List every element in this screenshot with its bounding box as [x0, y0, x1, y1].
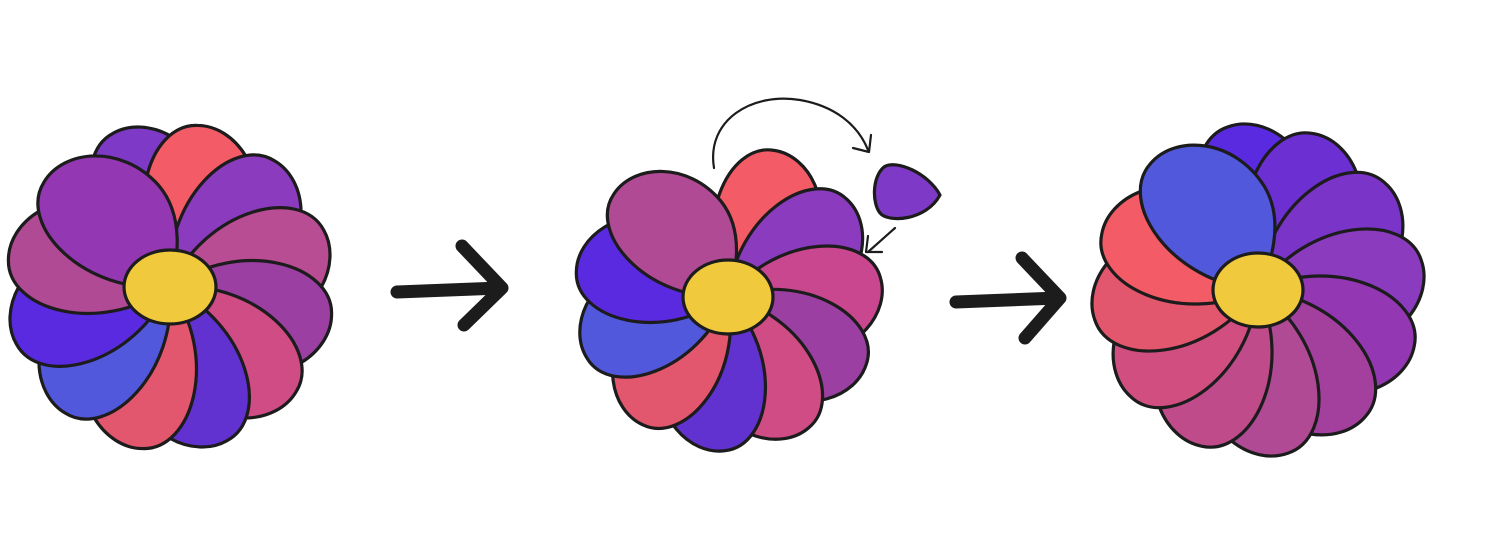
- curved-arrow-out: [711, 97, 873, 170]
- flower-center: [1211, 251, 1305, 329]
- arrow-right-1: [390, 239, 509, 332]
- curved-arrow-in: [864, 226, 897, 254]
- removed-petal: [872, 163, 942, 221]
- flower-reordered: [1090, 122, 1426, 458]
- petal: [36, 154, 179, 290]
- petal: [1138, 143, 1277, 292]
- flower-initial: [6, 123, 334, 451]
- flower-petal-removed: [574, 148, 884, 453]
- flower-center: [681, 258, 775, 336]
- arrow-right-2: [949, 251, 1067, 345]
- flower-center: [122, 248, 218, 326]
